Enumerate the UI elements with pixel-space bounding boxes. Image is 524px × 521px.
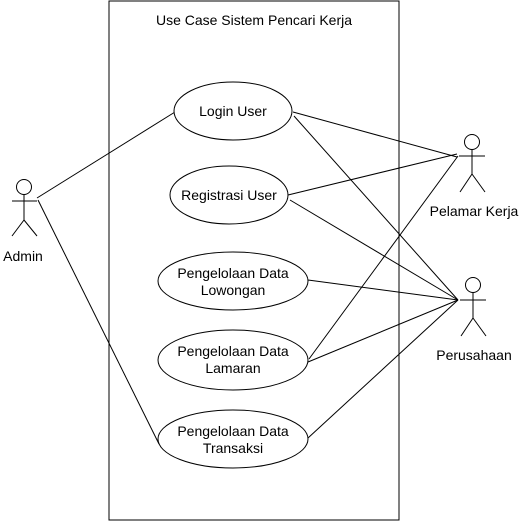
use-case-lowongan-label-1: Pengelolaan Data — [177, 265, 289, 281]
assoc-admin-login — [36, 111, 176, 199]
actor-pelamar-kerja-label: Pelamar Kerja — [430, 203, 519, 219]
use-case-registrasi-label: Registrasi User — [181, 187, 277, 203]
associations — [36, 111, 459, 445]
stick-figure-icon — [459, 134, 486, 193]
stick-figure-icon — [460, 277, 487, 337]
assoc-lamaran-pelamar — [308, 155, 459, 360]
actor-perusahaan-label: Perusahaan — [436, 347, 512, 363]
assoc-transaksi-perusahaan — [307, 299, 459, 439]
use-case-transaksi-label-2: Transaksi — [203, 440, 263, 456]
assoc-login-pelamar — [292, 111, 458, 158]
use-case-registrasi[interactable]: Registrasi User — [169, 165, 289, 225]
use-case-lowongan[interactable]: Pengelolaan Data Lowongan — [157, 251, 309, 311]
stick-figure-icon — [11, 179, 38, 237]
actor-pelamar-kerja[interactable]: Pelamar Kerja — [430, 134, 519, 220]
use-case-login-label: Login User — [199, 103, 267, 119]
assoc-lamaran-perusahaan — [307, 299, 459, 363]
actor-perusahaan[interactable]: Perusahaan — [436, 277, 512, 364]
assoc-lowongan-perusahaan — [307, 279, 459, 301]
actor-admin[interactable]: Admin — [3, 179, 43, 265]
use-case-transaksi-label-1: Pengelolaan Data — [177, 423, 289, 439]
use-case-lowongan-label-2: Lowongan — [201, 282, 266, 298]
actor-admin-label: Admin — [3, 248, 43, 264]
use-case-lamaran-label-1: Pengelolaan Data — [177, 343, 289, 359]
assoc-login-perusahaan — [293, 115, 459, 301]
system-title: Use Case Sistem Pencari Kerja — [156, 12, 352, 28]
use-case-lamaran[interactable]: Pengelolaan Data Lamaran — [157, 329, 309, 391]
assoc-registrasi-pelamar — [287, 153, 458, 196]
use-case-login[interactable]: Login User — [173, 81, 293, 141]
assoc-registrasi-perusahaan — [289, 199, 459, 301]
use-case-lamaran-label-2: Lamaran — [205, 360, 260, 376]
system-boundary — [108, 0, 400, 521]
assoc-admin-transaksi — [37, 199, 160, 445]
use-case-transaksi[interactable]: Pengelolaan Data Transaksi — [157, 409, 309, 469]
